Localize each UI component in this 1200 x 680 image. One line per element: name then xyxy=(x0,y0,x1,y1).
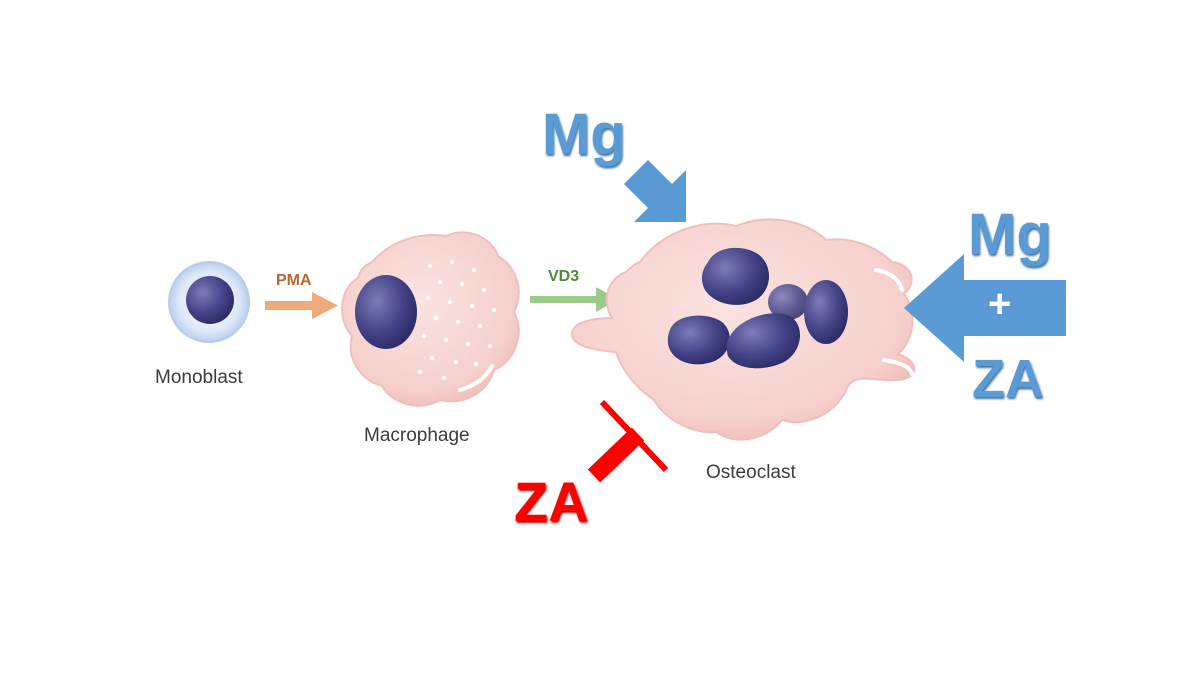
za-right-label: ZA xyxy=(972,349,1044,409)
mg-top-arrow xyxy=(624,160,686,222)
mg-top-label: Mg xyxy=(542,102,626,167)
osteoclast-label: Osteoclast xyxy=(706,462,796,483)
monoblast-label: Monoblast xyxy=(155,367,243,388)
monoblast-nucleus xyxy=(186,276,234,324)
vd3-arrow xyxy=(530,287,618,312)
plus-label: + xyxy=(988,282,1012,326)
osteoclast-nucleus xyxy=(667,315,730,365)
osteoclast-nucleus xyxy=(768,284,808,320)
pma-arrow xyxy=(265,292,338,319)
osteoclast-nuclei xyxy=(667,247,848,369)
osteoclast-cell xyxy=(570,218,916,441)
pma-label: PMA xyxy=(276,272,312,289)
osteoclast-nucleus xyxy=(804,280,848,344)
macrophage-granules xyxy=(417,259,497,381)
za-inhibit-label: ZA xyxy=(514,470,589,533)
osteoclast-nucleus xyxy=(726,313,801,369)
osteoclast-nucleus xyxy=(701,247,770,305)
macrophage-nucleus xyxy=(355,275,417,349)
monoblast-cell xyxy=(168,261,250,343)
macrophage-cell xyxy=(340,231,520,407)
mg-za-arrow xyxy=(904,254,1066,362)
vd3-label: VD3 xyxy=(548,268,580,285)
za-inhibition-bar xyxy=(587,399,669,483)
mg-right-label: Mg xyxy=(968,202,1052,267)
macrophage-label: Macrophage xyxy=(364,425,470,446)
